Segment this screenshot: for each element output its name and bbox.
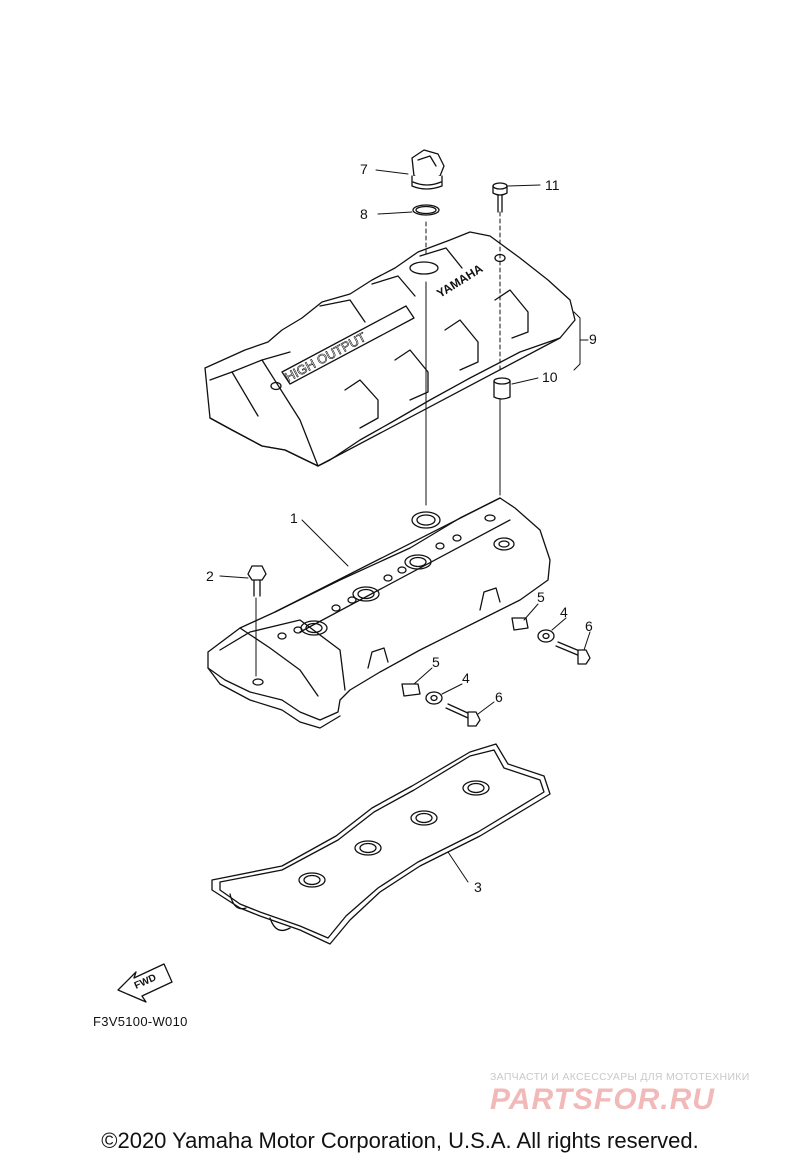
watermark-logo: PARTSFOR.RU bbox=[490, 1083, 715, 1116]
fwd-arrow bbox=[117, 963, 173, 1003]
alignment-lines bbox=[255, 211, 501, 677]
watermark-subtitle: ЗАПЧАСТИ И АКСЕССУАРЫ ДЛЯ МОТОТЕХНИКИ bbox=[490, 1071, 750, 1083]
copyright-notice: ©2020 Yamaha Motor Corporation, U.S.A. A… bbox=[101, 1128, 699, 1153]
callout-4: 4 bbox=[560, 604, 568, 620]
leader-lines bbox=[219, 169, 591, 883]
oil-filler-cap bbox=[411, 149, 445, 190]
fastener-set-upper bbox=[511, 617, 591, 665]
drawing-code: F3V5100-W010 bbox=[93, 1014, 188, 1029]
callout-5: 5 bbox=[537, 589, 545, 605]
top-cover bbox=[204, 231, 576, 467]
gasket bbox=[211, 743, 551, 945]
callout-6b: 6 bbox=[495, 689, 503, 705]
callout-8: 8 bbox=[360, 206, 368, 222]
callout-6: 6 bbox=[585, 618, 593, 634]
callout-1: 1 bbox=[290, 510, 298, 526]
callout-9: 9 bbox=[589, 331, 597, 347]
callout-10: 10 bbox=[542, 369, 558, 385]
bolt bbox=[247, 565, 267, 597]
callout-4b: 4 bbox=[462, 670, 470, 686]
callout-2: 2 bbox=[206, 568, 214, 584]
callout-11: 11 bbox=[545, 177, 560, 193]
cylinder-head-cover bbox=[207, 497, 551, 729]
screw-top bbox=[492, 182, 508, 213]
callout-7: 7 bbox=[360, 161, 368, 177]
collar bbox=[493, 377, 511, 400]
o-ring bbox=[412, 204, 440, 216]
callout-5b: 5 bbox=[432, 654, 440, 670]
callout-3: 3 bbox=[474, 879, 482, 895]
fastener-set-lower bbox=[401, 683, 481, 727]
